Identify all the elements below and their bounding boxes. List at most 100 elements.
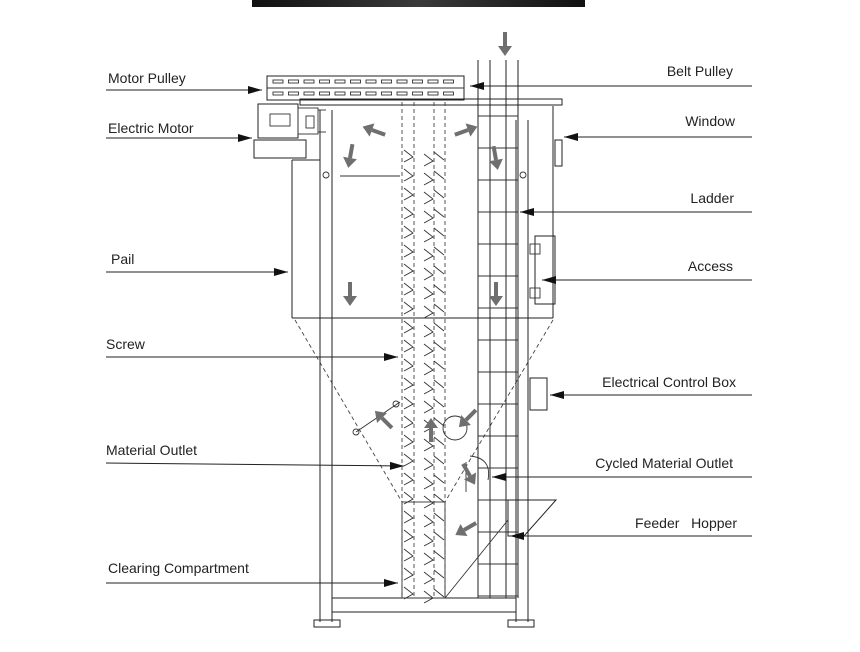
pulley-slot	[443, 79, 454, 84]
screw-flight	[403, 434, 414, 448]
screw-flight	[433, 170, 445, 180]
label-electric-motor: Electric Motor	[108, 120, 194, 136]
screw-flight	[423, 172, 434, 186]
belt-pulley-arrowhead	[470, 82, 484, 90]
screw-flight	[433, 189, 445, 199]
pulley-slot	[381, 79, 392, 84]
flow-arrow-head	[458, 415, 471, 428]
pulley-slot	[334, 79, 346, 84]
pulley-slot	[396, 79, 408, 84]
screw-flight	[433, 588, 445, 598]
screw-flight	[433, 569, 445, 579]
ladder	[477, 60, 519, 598]
access-arrowhead	[542, 276, 556, 284]
flow-arrow-shaft	[491, 145, 498, 161]
pulley-slot	[412, 79, 423, 84]
pulley-slot	[272, 91, 284, 96]
flow-arrow	[489, 282, 503, 306]
flow-arrow	[458, 408, 478, 428]
screw-flight	[433, 417, 445, 427]
flow-arrow-head	[374, 410, 387, 423]
feeder-hopper-arrowhead	[510, 532, 524, 540]
screw-flight	[433, 246, 445, 256]
pulley-slot	[350, 79, 361, 84]
flow-arrow-head	[498, 46, 512, 56]
flow-arrow	[343, 282, 357, 306]
screw-flight	[423, 229, 434, 243]
flow-arrow-shaft	[371, 128, 386, 137]
screw-flight	[423, 286, 434, 300]
screw-flight	[433, 436, 445, 446]
pulley-slot	[381, 91, 392, 96]
screw-flight	[433, 550, 445, 560]
pulley-slot	[427, 79, 439, 84]
screw-tube	[401, 102, 446, 604]
electric-motor	[253, 103, 326, 159]
screw-flight	[403, 377, 414, 391]
flow-arrow-shaft	[348, 143, 355, 159]
cycled-material-outlet-arrowhead	[492, 473, 506, 481]
pulley-slot	[303, 79, 315, 84]
screw-flight	[403, 472, 414, 486]
screw-flight	[433, 493, 445, 503]
material-outlet-arrowhead	[389, 461, 404, 470]
flow-arrow-head	[424, 418, 438, 428]
flow-arrow	[461, 462, 477, 485]
screw-flight	[423, 495, 434, 509]
screw-flight	[423, 381, 434, 395]
flow-arrow-shaft	[348, 282, 352, 296]
screw-flight	[433, 151, 445, 161]
screw-flight	[433, 208, 445, 218]
screw-flight	[433, 303, 445, 313]
screw-flight	[423, 267, 434, 281]
flow-arrow	[454, 123, 478, 137]
pulley-slot	[288, 91, 299, 96]
label-clearing-compartment: Clearing Compartment	[108, 560, 249, 576]
screw-flight	[403, 168, 414, 182]
flow-arrow-head	[455, 523, 468, 537]
flow-arrow-shaft	[503, 32, 507, 46]
support-frame	[313, 110, 535, 628]
electric-motor-arrowhead	[238, 134, 252, 142]
screw-flight	[403, 282, 414, 296]
screw-flight	[423, 305, 434, 319]
label-access: Access	[688, 258, 733, 274]
pulley-slot	[365, 91, 377, 96]
pulley-slot	[350, 91, 361, 96]
screw-flight	[423, 571, 434, 585]
pail-arrowhead	[274, 268, 288, 276]
screw-flight	[423, 248, 434, 262]
screw-flight	[403, 358, 414, 372]
window	[554, 139, 563, 167]
pulley-slot	[427, 91, 439, 96]
flow-arrow-shaft	[494, 282, 498, 296]
screw-flight	[433, 265, 445, 275]
flow-arrow	[424, 418, 438, 442]
screw-flight	[423, 343, 434, 357]
flow-arrow-head	[489, 158, 503, 170]
cycled-valve-wheel	[442, 415, 468, 441]
screw-flight	[433, 341, 445, 351]
screw-flight	[403, 453, 414, 467]
screw-flight	[423, 324, 434, 338]
screw-flight	[403, 396, 414, 410]
screw-flight	[433, 531, 445, 541]
callouts: Motor Pulley Electric Motor Pail Screw M…	[105, 63, 752, 587]
screw-flight	[423, 438, 434, 452]
label-ladder: Ladder	[690, 190, 734, 206]
material-outlet-leader	[105, 462, 405, 467]
access-door	[529, 235, 556, 305]
pulley-slot	[319, 91, 330, 96]
screw-flight	[403, 301, 414, 315]
screw-arrowhead	[384, 353, 398, 361]
flow-arrow-shaft	[429, 428, 433, 442]
label-screw: Screw	[106, 336, 146, 352]
clearing-compartment-arrowhead	[384, 579, 398, 587]
screw-flight	[403, 187, 414, 201]
screw-flight	[433, 512, 445, 522]
flow-arrow	[374, 410, 394, 430]
label-cycled-material-outlet: Cycled Material Outlet	[595, 455, 733, 471]
screw-flight	[433, 474, 445, 484]
flow-arrow-shaft	[464, 408, 478, 422]
